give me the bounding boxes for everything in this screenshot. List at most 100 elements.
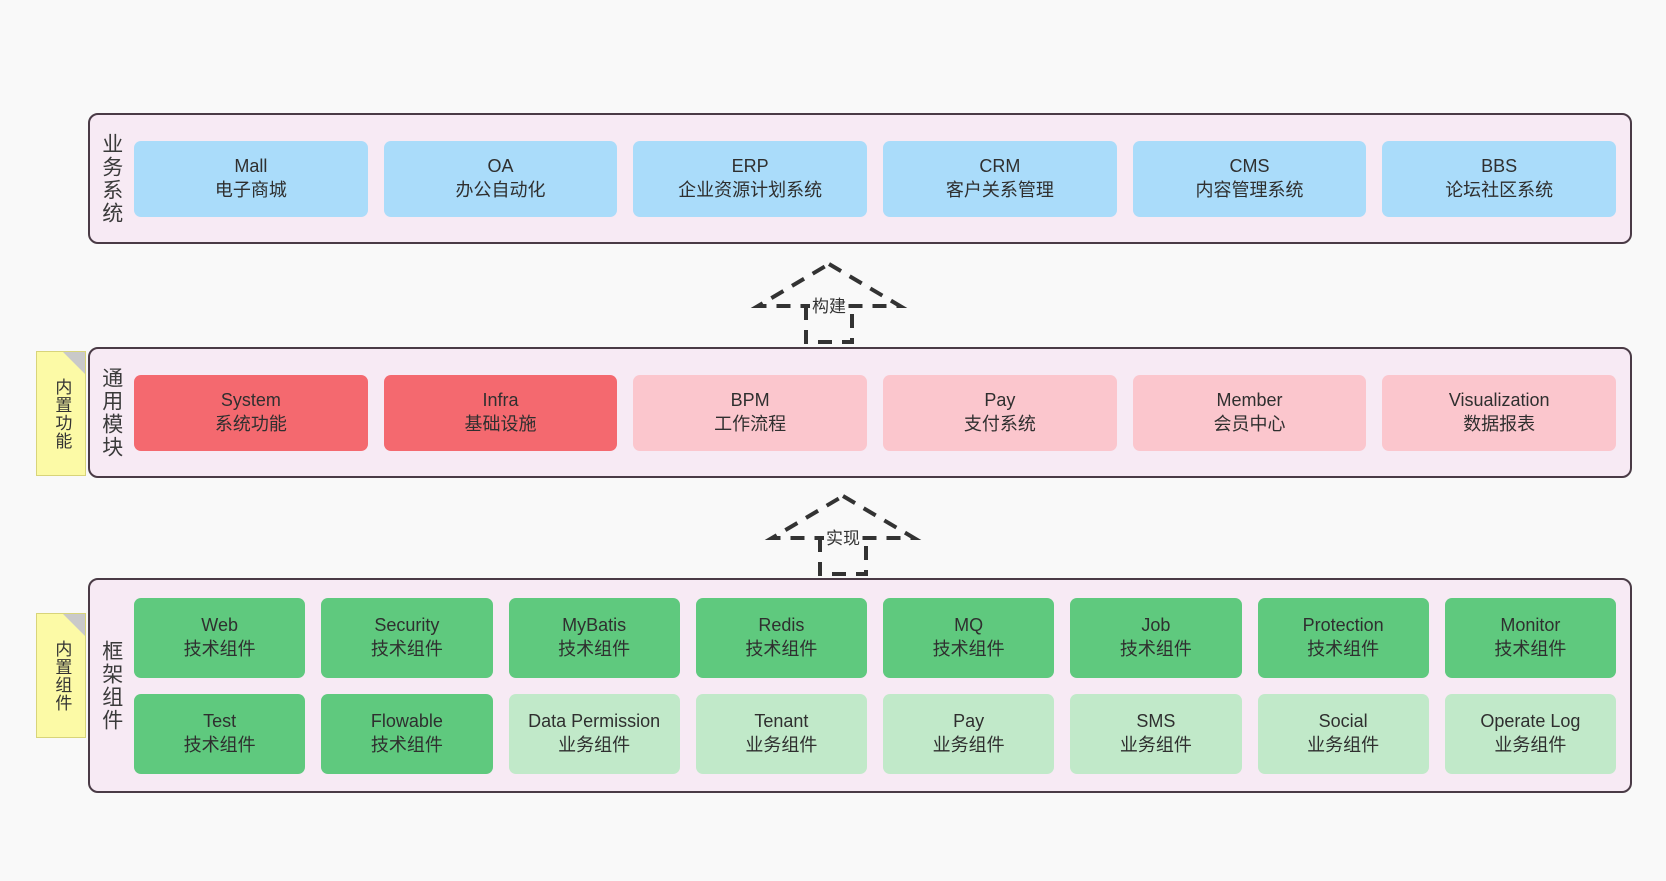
card-crm[interactable]: CRM 客户关系管理 bbox=[883, 140, 1117, 217]
card-subtitle: 客户关系管理 bbox=[945, 179, 1054, 200]
card-subtitle: 技术组件 bbox=[1494, 638, 1567, 659]
card-subtitle: 内容管理系统 bbox=[1195, 179, 1304, 200]
card-row: Mall 电子商城 OA 办公自动化 ERP 企业资源计划系统 CRM 客户关系… bbox=[134, 140, 1617, 217]
card-subtitle: 业务组件 bbox=[1119, 734, 1192, 755]
card-title: CMS bbox=[1229, 156, 1270, 177]
note-text: 内置功能 bbox=[52, 377, 72, 450]
card-infra[interactable]: Infra 基础设施 bbox=[383, 374, 618, 451]
card-title: Test bbox=[203, 711, 237, 732]
card-title: CRM bbox=[979, 156, 1021, 177]
layer-framework-components: 框架组件 Web 技术组件 Security 技术组件 MyBatis 技术组件… bbox=[88, 578, 1632, 793]
card-title: Flowable bbox=[370, 711, 443, 732]
card-subtitle: 会员中心 bbox=[1213, 413, 1286, 434]
card-flowable[interactable]: Flowable 技术组件 bbox=[321, 693, 493, 774]
card-title: Pay bbox=[953, 711, 985, 732]
card-title: Infra bbox=[482, 390, 519, 411]
card-redis[interactable]: Redis 技术组件 bbox=[695, 597, 867, 678]
layer-label-common: 通用模块 bbox=[99, 366, 123, 459]
card-subtitle: 业务组件 bbox=[932, 734, 1005, 755]
card-title: Web bbox=[201, 615, 238, 636]
card-mybatis[interactable]: MyBatis 技术组件 bbox=[508, 597, 680, 678]
card-subtitle: 技术组件 bbox=[745, 638, 818, 659]
card-subtitle: 办公自动化 bbox=[455, 179, 546, 200]
card-title: MyBatis bbox=[562, 615, 627, 636]
card-subtitle: 技术组件 bbox=[183, 638, 256, 659]
card-tenant[interactable]: Tenant 业务组件 bbox=[695, 693, 867, 774]
card-title: System bbox=[220, 390, 281, 411]
card-subtitle: 业务组件 bbox=[745, 734, 818, 755]
card-system[interactable]: System 系统功能 bbox=[134, 374, 368, 451]
card-subtitle: 技术组件 bbox=[370, 734, 443, 755]
card-title: Member bbox=[1216, 390, 1283, 411]
layer-label-business: 业务系统 bbox=[99, 132, 123, 225]
card-subtitle: 论坛社区系统 bbox=[1445, 179, 1554, 200]
card-monitor[interactable]: Monitor 技术组件 bbox=[1444, 597, 1616, 678]
card-subtitle: 数据报表 bbox=[1463, 413, 1536, 434]
card-subtitle: 技术组件 bbox=[370, 638, 443, 659]
card-subtitle: 电子商城 bbox=[214, 179, 287, 200]
card-title: Social bbox=[1318, 711, 1368, 732]
card-title: MQ bbox=[954, 615, 984, 636]
card-title: OA bbox=[487, 156, 514, 177]
card-subtitle: 基础设施 bbox=[464, 413, 537, 434]
layer-label-framework: 框架组件 bbox=[99, 639, 123, 732]
card-protection[interactable]: Protection 技术组件 bbox=[1257, 597, 1429, 678]
card-title: Mall bbox=[234, 156, 268, 177]
card-subtitle: 工作流程 bbox=[714, 413, 787, 434]
layer-body-framework: Web 技术组件 Security 技术组件 MyBatis 技术组件 Redi… bbox=[132, 580, 1630, 791]
card-mall[interactable]: Mall 电子商城 bbox=[134, 140, 368, 217]
layer-common-modules: 通用模块 System 系统功能 Infra 基础设施 BPM 工作流程 Pay… bbox=[88, 347, 1632, 478]
layer-body-common: System 系统功能 Infra 基础设施 BPM 工作流程 Pay 支付系统… bbox=[132, 349, 1630, 476]
card-bbs[interactable]: BBS 论坛社区系统 bbox=[1382, 140, 1617, 217]
card-cms[interactable]: CMS 内容管理系统 bbox=[1132, 140, 1367, 217]
connector-label-implement: 实现 bbox=[824, 524, 862, 549]
layer-business-systems: 业务系统 Mall 电子商城 OA 办公自动化 ERP 企业资源计划系统 CRM… bbox=[88, 113, 1632, 244]
card-title: Operate Log bbox=[1480, 711, 1581, 732]
card-bpm[interactable]: BPM 工作流程 bbox=[633, 374, 868, 451]
card-pay[interactable]: Pay 支付系统 bbox=[883, 374, 1117, 451]
card-security[interactable]: Security 技术组件 bbox=[321, 597, 493, 678]
card-subtitle: 技术组件 bbox=[1307, 638, 1380, 659]
card-subtitle: 系统功能 bbox=[214, 413, 287, 434]
card-title: Visualization bbox=[1448, 390, 1550, 411]
card-title: ERP bbox=[731, 156, 769, 177]
card-data-permission[interactable]: Data Permission 业务组件 bbox=[508, 693, 680, 774]
card-erp[interactable]: ERP 企业资源计划系统 bbox=[633, 140, 868, 217]
card-subtitle: 业务组件 bbox=[558, 734, 631, 755]
card-title: Security bbox=[374, 615, 440, 636]
card-subtitle: 业务组件 bbox=[1307, 734, 1380, 755]
card-oa[interactable]: OA 办公自动化 bbox=[383, 140, 618, 217]
card-visualization[interactable]: Visualization 数据报表 bbox=[1382, 374, 1617, 451]
card-title: Redis bbox=[758, 615, 805, 636]
card-title: BBS bbox=[1481, 156, 1518, 177]
card-social[interactable]: Social 业务组件 bbox=[1257, 693, 1429, 774]
card-row: System 系统功能 Infra 基础设施 BPM 工作流程 Pay 支付系统… bbox=[134, 374, 1617, 451]
layer-body-business: Mall 电子商城 OA 办公自动化 ERP 企业资源计划系统 CRM 客户关系… bbox=[132, 115, 1630, 242]
card-sms[interactable]: SMS 业务组件 bbox=[1070, 693, 1242, 774]
card-title: Tenant bbox=[754, 711, 809, 732]
card-subtitle: 技术组件 bbox=[183, 734, 256, 755]
card-web[interactable]: Web 技术组件 bbox=[134, 597, 306, 678]
card-pay-business[interactable]: Pay 业务组件 bbox=[883, 693, 1055, 774]
connector-implement: 实现 bbox=[764, 493, 922, 576]
note-builtin-components: 内置组件 bbox=[36, 613, 86, 738]
card-subtitle: 技术组件 bbox=[558, 638, 631, 659]
card-job[interactable]: Job 技术组件 bbox=[1070, 597, 1242, 678]
card-member[interactable]: Member 会员中心 bbox=[1132, 374, 1367, 451]
note-builtin-features: 内置功能 bbox=[36, 351, 86, 476]
connector-label-build: 构建 bbox=[810, 292, 848, 317]
connector-build: 构建 bbox=[750, 261, 908, 344]
card-test[interactable]: Test 技术组件 bbox=[134, 693, 306, 774]
card-subtitle: 技术组件 bbox=[1119, 638, 1192, 659]
card-subtitle: 技术组件 bbox=[932, 638, 1005, 659]
card-row: Web 技术组件 Security 技术组件 MyBatis 技术组件 Redi… bbox=[134, 597, 1616, 678]
card-row: Test 技术组件 Flowable 技术组件 Data Permission … bbox=[134, 693, 1616, 774]
card-title: Data Permission bbox=[528, 711, 661, 732]
card-operate-log[interactable]: Operate Log 业务组件 bbox=[1444, 693, 1616, 774]
card-title: Protection bbox=[1302, 615, 1384, 636]
card-mq[interactable]: MQ 技术组件 bbox=[883, 597, 1055, 678]
card-subtitle: 支付系统 bbox=[963, 413, 1036, 434]
card-title: Pay bbox=[984, 390, 1016, 411]
card-title: Monitor bbox=[1500, 615, 1561, 636]
